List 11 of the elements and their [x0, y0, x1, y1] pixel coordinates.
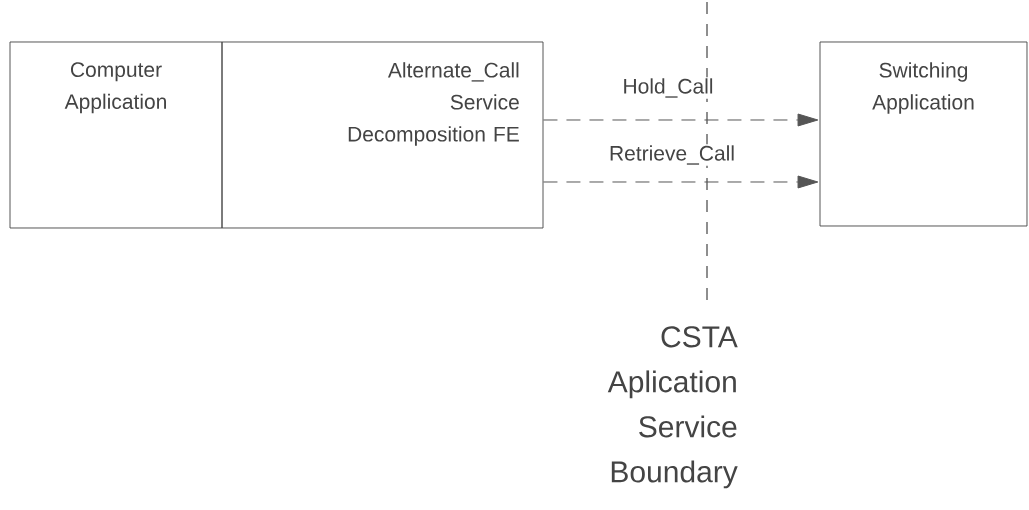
- box-text: Computer Application: [64, 62, 166, 114]
- process-box: [221, 41, 544, 229]
- boundary-label: CSTA Aplication Service Boundary: [607, 326, 738, 489]
- edge-label: Retrieve_Call: [608, 144, 737, 166]
- edge-label: Hold_Call: [621, 77, 715, 99]
- box-text: Switching Application: [872, 62, 974, 114]
- dashed-arrow: [542, 113, 819, 127]
- process-box: [819, 41, 1028, 227]
- process-box-text: Alternate_Call Service Decomposition FE: [348, 62, 519, 146]
- dashed-arrow: [542, 175, 819, 189]
- process-box: [9, 41, 223, 229]
